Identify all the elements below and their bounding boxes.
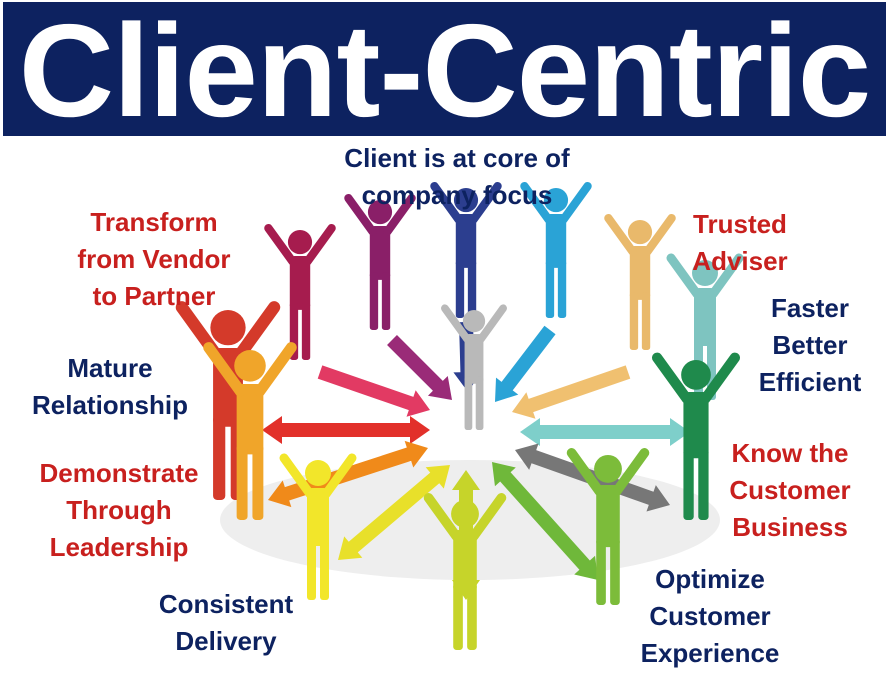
person-cyan <box>520 181 592 318</box>
person-lime <box>423 493 507 650</box>
arrow-red <box>262 416 430 444</box>
title-banner: Client-Centric <box>3 0 886 144</box>
arrow-cyan <box>495 325 556 402</box>
arrow-yellow <box>338 465 450 560</box>
person-orange <box>203 342 297 520</box>
arrow-magenta <box>317 365 430 417</box>
arrow-purple <box>387 335 452 400</box>
arrow-tan <box>512 365 631 419</box>
person-purple <box>344 193 416 330</box>
center-person <box>441 304 507 430</box>
arrow-teal <box>520 418 690 446</box>
person-yellow <box>279 453 357 600</box>
arrow-green <box>492 462 598 580</box>
person-navy <box>430 181 502 318</box>
person-magenta <box>264 223 336 360</box>
person-dark-green <box>652 352 740 520</box>
page-title: Client-Centric <box>18 0 871 144</box>
person-green <box>566 448 650 605</box>
person-red <box>175 301 281 500</box>
person-tan <box>604 213 676 350</box>
